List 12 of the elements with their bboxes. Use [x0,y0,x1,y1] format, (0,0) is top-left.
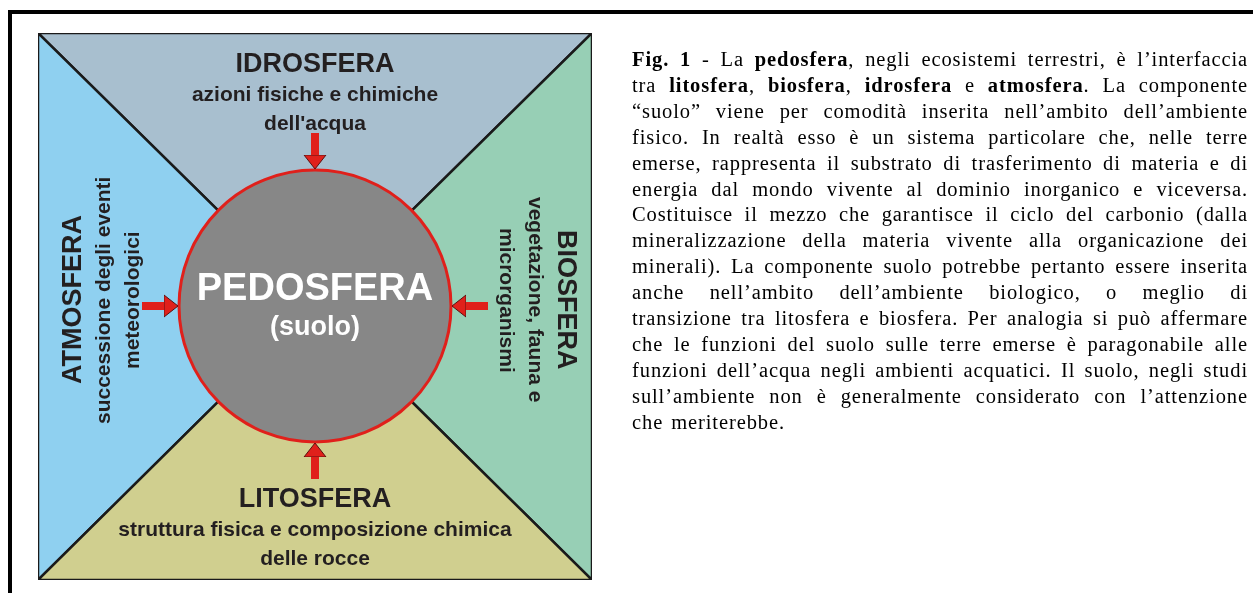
sphere-name: LITOSFERA [237,482,393,514]
figure-caption: Fig. 1 - La pedosfera, negli ecosistemi terrestri, è l’interfaccia tra litosfera, biosfera, idrosfera e atmosfera. La componente “suolo” viene per comodità inserita nell’ambito dell’ambiente fisico. In realtà esso è un sistema particolare che, nelle terre emerse, rappresenta il substrato di trasferimento di materia e di energia dal mondo vivente al dominio inorganico e viceversa. Costituisce il mezzo che garantisce il ciclo del carbonio (dalla mineralizzazione della materia vivente alla organicazione dei minerali). La componente suolo potrebbe pertanto essere inserita anche nell’ambito dell’ambiente biologico, o meglio di transizione tra litosfera e biosfera. Per analogia si può affermare che le funzioni del suolo sulle terre emerse è paragonabile alle funzioni dell’acqua negli ambienti acquatici. Il suolo, negli studi sull’ambiente non è generalmente considerato con l’attenzione che meriterebbe. [632,47,1248,435]
sphere-name: IDROSFERA [234,47,396,79]
sphere-description: (suolo) [270,310,360,343]
sphere-name: BIOSFERA [550,229,582,372]
sphere-description: vegetazione, fauna e microrganismi [494,196,549,405]
sphere-name: PEDOSFERA [196,265,434,309]
sphere-name: ATMOSFERA [56,214,88,387]
sphere-description: successione degli eventi meteorologici [89,175,144,426]
sphere-description: azioni fisiche e chimiche dell'acqua [190,80,440,136]
sphere-description: struttura fisica e composizione chimica delle rocce [117,515,513,571]
circle-node [178,169,452,443]
